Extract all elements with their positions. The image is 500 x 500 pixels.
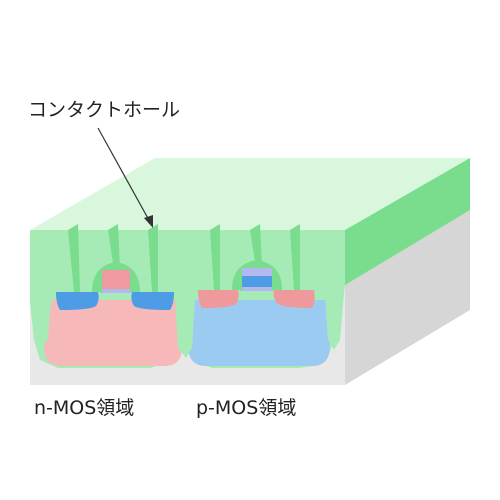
nmos-source-diffusion [56,292,99,310]
contact-holes [68,224,300,292]
contact-hole-6 [290,224,300,290]
contact-hole-2 [108,224,120,270]
pmos-gate-oxide [240,287,274,291]
contact-hole-3 [148,224,158,292]
nmos-drain-diffusion [131,292,174,310]
pmos-gate-top [242,268,272,276]
sti-right [324,282,345,350]
nmos-region-label: n-MOS領域 [34,397,134,419]
pmos-gate-spacer [232,260,282,290]
callout-arrow-head [144,215,153,228]
nmos-gate [102,270,130,289]
pmos-source-diffusion [198,290,239,308]
pmos-region-label: p-MOS領域 [196,397,296,419]
p-well [44,300,182,366]
oxide-top-face [30,158,470,230]
isolation-trenches [30,280,345,358]
contact-hole-label: コンタクトホール [28,99,180,121]
oxide-right-face [345,158,470,285]
pmos-drain-diffusion [273,290,315,308]
gate-stacks [92,260,282,293]
wells [44,300,330,366]
contact-hole-4 [210,224,220,290]
nmos-gate-oxide [100,289,132,293]
sti-left [30,280,52,346]
nmos-gate-spacer [92,262,140,292]
diffusions [56,290,315,310]
sti-middle [174,282,196,358]
callout-arrow [97,127,153,228]
contact-hole-5 [250,224,262,268]
n-well [188,300,330,366]
contact-hole-1 [68,224,80,292]
callout-arrow-line [97,127,151,223]
